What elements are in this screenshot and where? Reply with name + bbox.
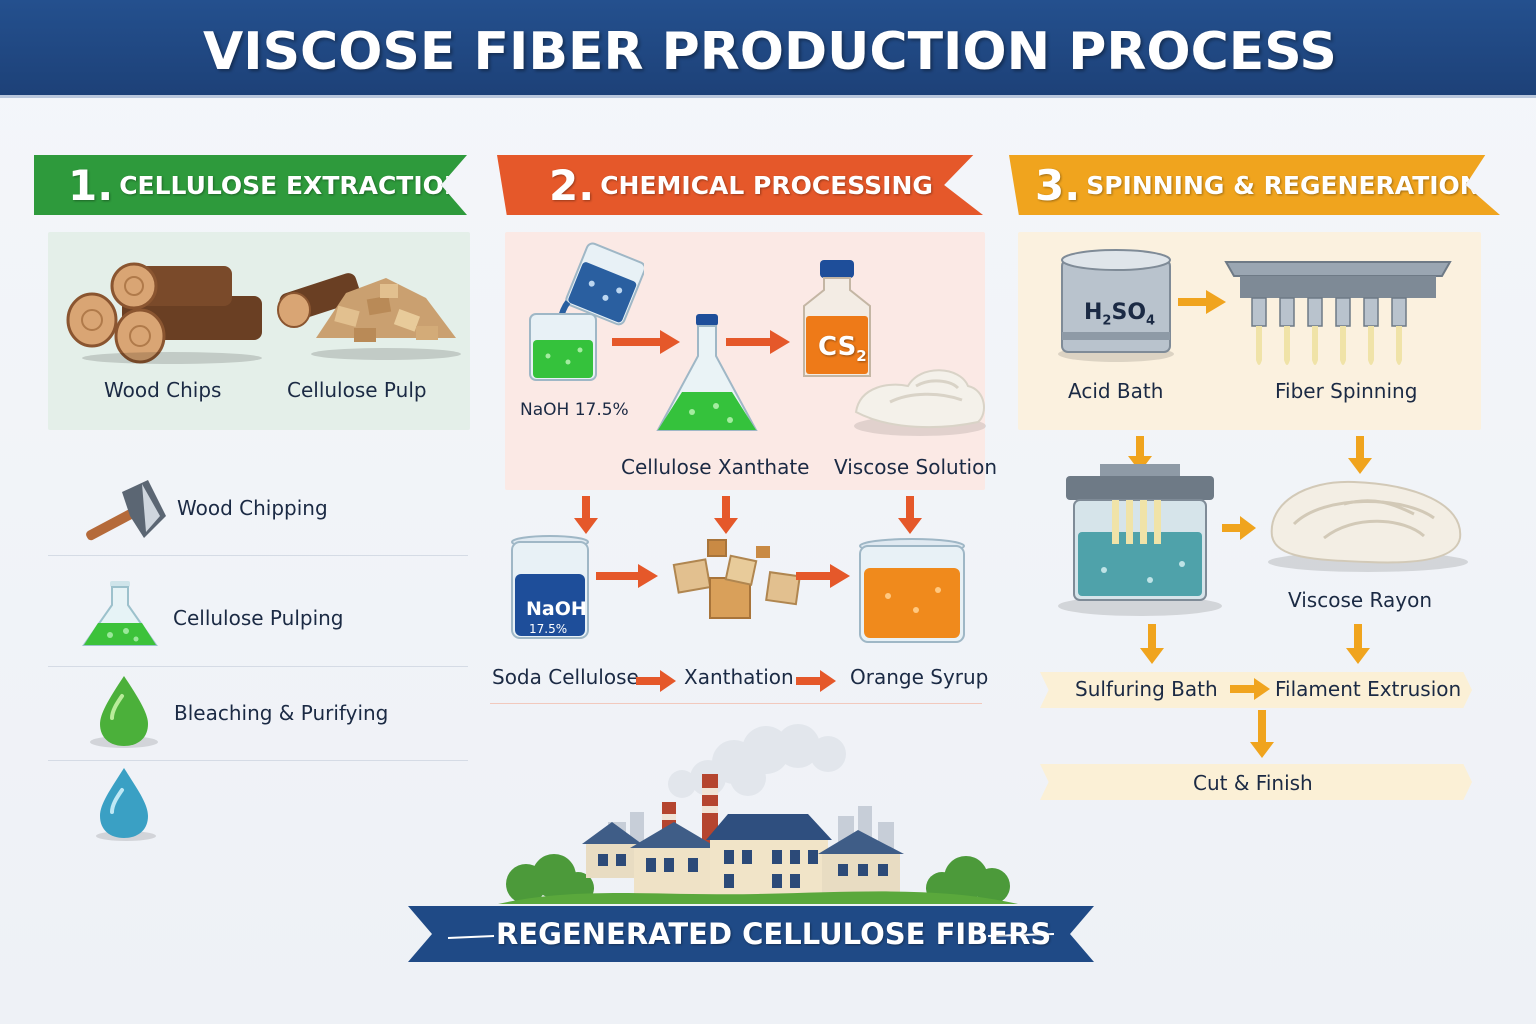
viscose-solution-label: Viscose Solution [834, 455, 998, 479]
step-wood-chipping: Wood Chipping [177, 496, 328, 520]
acid-bath-label: Acid Bath [1068, 379, 1164, 403]
section-2-ribbon: 2. CHEMICAL PROCESSING [497, 155, 983, 215]
arrow-right-icon [796, 670, 836, 692]
arrow-down-icon [898, 496, 922, 534]
fiber-spinning-label: Fiber Spinning [1275, 379, 1418, 403]
cellulose-pulp-label: Cellulose Pulp [287, 378, 427, 402]
divider [48, 666, 468, 667]
divider [48, 760, 468, 761]
page-title: VISCOSE FIBER PRODUCTION PROCESS [203, 22, 1337, 82]
acid-bath-drum-icon [1058, 249, 1174, 362]
sulfuring-bath-label: Sulfuring Bath [1075, 677, 1218, 701]
arrow-right-icon [726, 330, 790, 354]
footer-banner-text: REGENERATED CELLULOSE FIBERS [496, 917, 1052, 951]
arrow-down-icon [1348, 436, 1372, 474]
factory-illustration [498, 724, 1018, 904]
wood-chips-pile-icon [277, 273, 461, 360]
viscose-solution-icon [854, 369, 986, 436]
conical-flask-icon [656, 314, 758, 431]
viscose-rayon-label: Viscose Rayon [1288, 588, 1432, 612]
section-title: SPINNING & REGENERATION [1086, 170, 1481, 200]
flask-icon [82, 581, 158, 646]
viscose-rayon-icon [1268, 480, 1468, 572]
beaker-naoh-text: NaOH [526, 598, 587, 620]
xanthate-cubes-icon [672, 539, 801, 619]
orange-syrup-label: Orange Syrup [850, 665, 989, 689]
beaker-naoh-percent: 17.5% [529, 622, 568, 636]
arrow-down-icon [574, 496, 598, 534]
arrow-down-icon [1128, 436, 1152, 472]
finish-strip [1040, 764, 1472, 800]
arrow-down-icon [1346, 624, 1370, 664]
section-number: 1. [68, 160, 114, 210]
section-number: 3. [1035, 160, 1081, 210]
cs2-bottle-icon [803, 260, 871, 377]
naoh-beaker-icon [511, 535, 589, 639]
divider [490, 703, 982, 704]
sulfuring-tank-icon [1058, 464, 1222, 616]
step-bleaching-purifying: Bleaching & Purifying [174, 701, 389, 725]
naoh-label: NaOH 17.5% [520, 400, 629, 420]
fiber-spinning-icon [1224, 261, 1452, 365]
filament-extrusion-label: Filament Extrusion [1275, 677, 1462, 701]
arrow-right-icon [796, 564, 850, 588]
green-drop-icon [90, 676, 158, 748]
orange-syrup-beaker-icon [859, 538, 965, 643]
cellulose-xanthate-label: Cellulose Xanthate [621, 455, 810, 479]
arrow-right-icon [612, 330, 680, 354]
arrow-right-icon [636, 670, 676, 692]
axe-icon [86, 480, 166, 541]
step-cellulose-pulping: Cellulose Pulping [173, 606, 344, 630]
blue-drop-icon [96, 768, 156, 841]
header-bar [0, 0, 1536, 98]
section-3-ribbon: 3. SPINNING & REGENERATION [1009, 155, 1500, 215]
section-title: CELLULOSE EXTRACTION [119, 170, 465, 200]
section-title: CHEMICAL PROCESSING [600, 170, 933, 200]
divider [48, 555, 468, 556]
cs2-label: CS2 [818, 332, 867, 366]
xanthation-label: Xanthation [684, 665, 794, 689]
section-number: 2. [549, 160, 595, 210]
arrow-right-icon [1178, 290, 1226, 314]
arrow-right-icon [596, 564, 658, 588]
arrow-down-icon [714, 496, 738, 534]
soda-cellulose-label: Soda Cellulose [492, 665, 639, 689]
cut-finish-label: Cut & Finish [1193, 771, 1313, 795]
wood-logs-icon [66, 262, 262, 364]
arrow-right-icon [1230, 678, 1270, 700]
acid-formula-label: H2SO4 [1084, 300, 1156, 329]
arrow-down-icon [1140, 624, 1164, 664]
pouring-beaker-icon [529, 242, 644, 381]
wood-chips-label: Wood Chips [104, 378, 222, 402]
section-1-ribbon: 1. CELLULOSE EXTRACTION [34, 155, 467, 215]
footer-banner-shape [408, 906, 1094, 962]
arrow-down-icon [1250, 710, 1274, 758]
arrow-right-icon [1222, 516, 1256, 540]
